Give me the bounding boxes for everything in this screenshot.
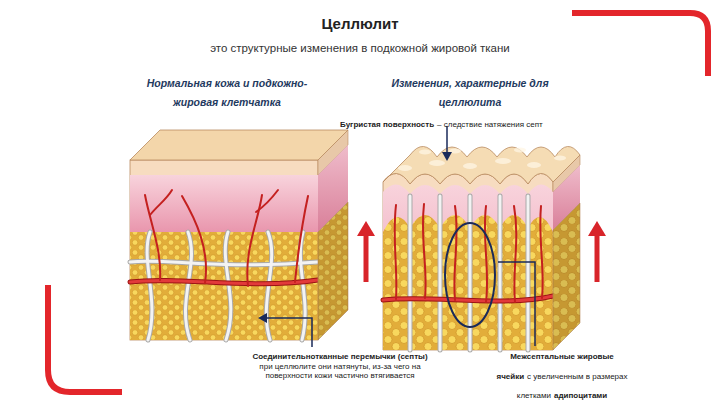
corner-bracket — [48, 285, 122, 392]
corner-bracket — [572, 13, 708, 76]
callout-title: Соединительнотканные перемычки (септы) — [248, 352, 432, 362]
callout-text: – следствие натяжения септ — [437, 120, 543, 129]
normal-skin-block — [130, 130, 348, 340]
subtitle-block: это структурные изменения в подкожной жи… — [150, 37, 570, 56]
leader-arrowhead — [258, 152, 452, 323]
callout-block: Соединительнотканные перемычки (септы)пр… — [248, 352, 432, 381]
panel-heading-block: Нормальная кожа и подкожно-жировая клетч… — [138, 72, 316, 110]
callout-title: адипоцитами — [554, 391, 607, 400]
subtitle: это структурные изменения в подкожной жи… — [210, 42, 510, 54]
title-block: Целлюлит — [250, 14, 470, 33]
cellulite-skin-block — [383, 146, 580, 350]
callout-text: при целлюлите они натянуты, из-за чего н… — [248, 362, 432, 381]
callout-block: Межсептальные жировые ячейкис увеличенны… — [492, 344, 632, 402]
panel-heading: Нормальная кожа и подкожно-жировая клетч… — [147, 77, 308, 108]
callout-block: Бугристая поверхность– следствие натяжен… — [340, 112, 600, 131]
diagram-title: Целлюлит — [321, 15, 398, 32]
leader-line — [266, 126, 535, 347]
callout-title: Бугристая поверхность — [340, 120, 434, 129]
panel-heading-block: Изменения, характерные для целлюлита — [385, 72, 555, 110]
panel-heading: Изменения, характерные для целлюлита — [391, 77, 548, 108]
tension-arrow — [357, 221, 606, 282]
